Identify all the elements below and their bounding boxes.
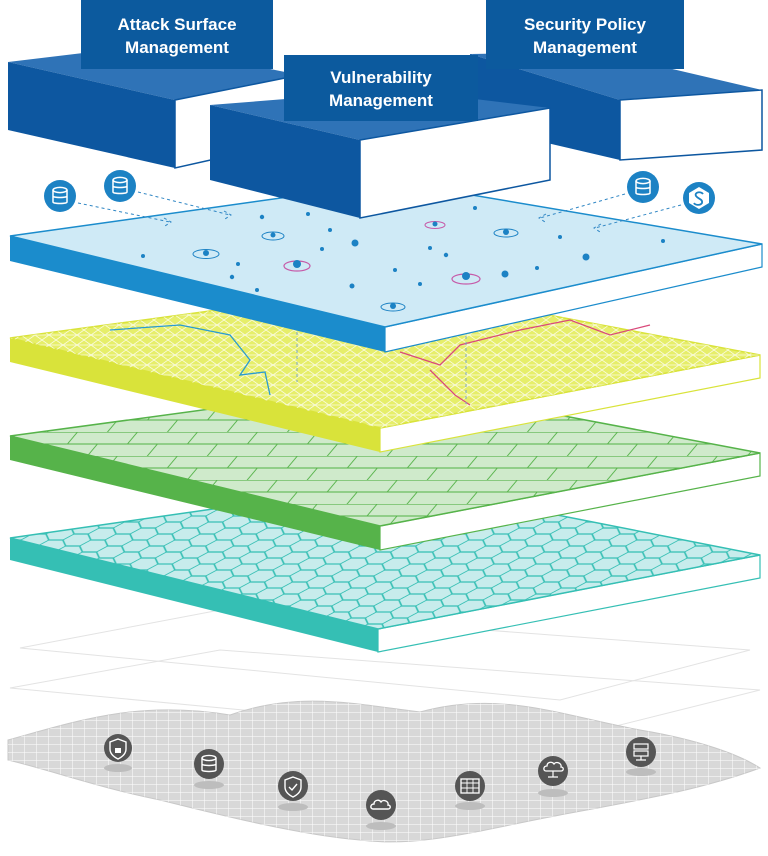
data-layer: [9, 181, 763, 353]
cloud-icon: [366, 790, 396, 830]
terrain-icons: [104, 734, 656, 830]
database-icon: [44, 180, 76, 212]
shield-s-icon: [683, 182, 715, 214]
shield-lock-icon: [104, 734, 132, 772]
vulnerability-label-line1: Vulnerability: [330, 68, 432, 87]
vulnerability-label-line2: Management: [329, 91, 433, 110]
database-icon: [104, 170, 136, 202]
brick-layer: [9, 383, 761, 551]
shield-check-icon: [278, 771, 308, 811]
attack-surface-label-line2: Management: [125, 38, 229, 57]
server-icon: [626, 737, 656, 776]
security-policy-label: Security Policy Management: [486, 0, 684, 69]
terrain-layer: [7, 609, 762, 843]
attack-surface-label-line1: Attack Surface: [117, 15, 236, 34]
database-icon: [194, 749, 224, 789]
data-layer-side-left: [10, 236, 385, 352]
hex-layer-side-left: [10, 538, 378, 652]
data-layer-top: [9, 181, 763, 328]
mesh-layer: [9, 285, 761, 453]
attack-surface-label: Attack Surface Management: [81, 0, 273, 69]
security-policy-label-line1: Security Policy: [524, 15, 646, 34]
source-icons: [44, 170, 715, 233]
security-policy-label-line2: Management: [533, 38, 637, 57]
firewall-icon: [455, 771, 485, 810]
cloud-network-icon: [538, 756, 568, 797]
terrain-grid: [8, 701, 760, 842]
mesh-route-red: [429, 369, 471, 406]
hex-layer: [9, 482, 761, 653]
brick-layer-side-left: [10, 436, 380, 550]
vulnerability-label: Vulnerability Management: [284, 55, 478, 121]
mesh-route-blue: [109, 324, 271, 396]
source-arrows: [77, 191, 682, 233]
target-markers: [192, 221, 519, 312]
data-points: [141, 206, 665, 292]
empty-layer-outline: [19, 609, 751, 701]
mesh-route-red: [399, 319, 651, 366]
database-icon: [627, 171, 659, 203]
mesh-layer-side-left: [10, 338, 380, 452]
